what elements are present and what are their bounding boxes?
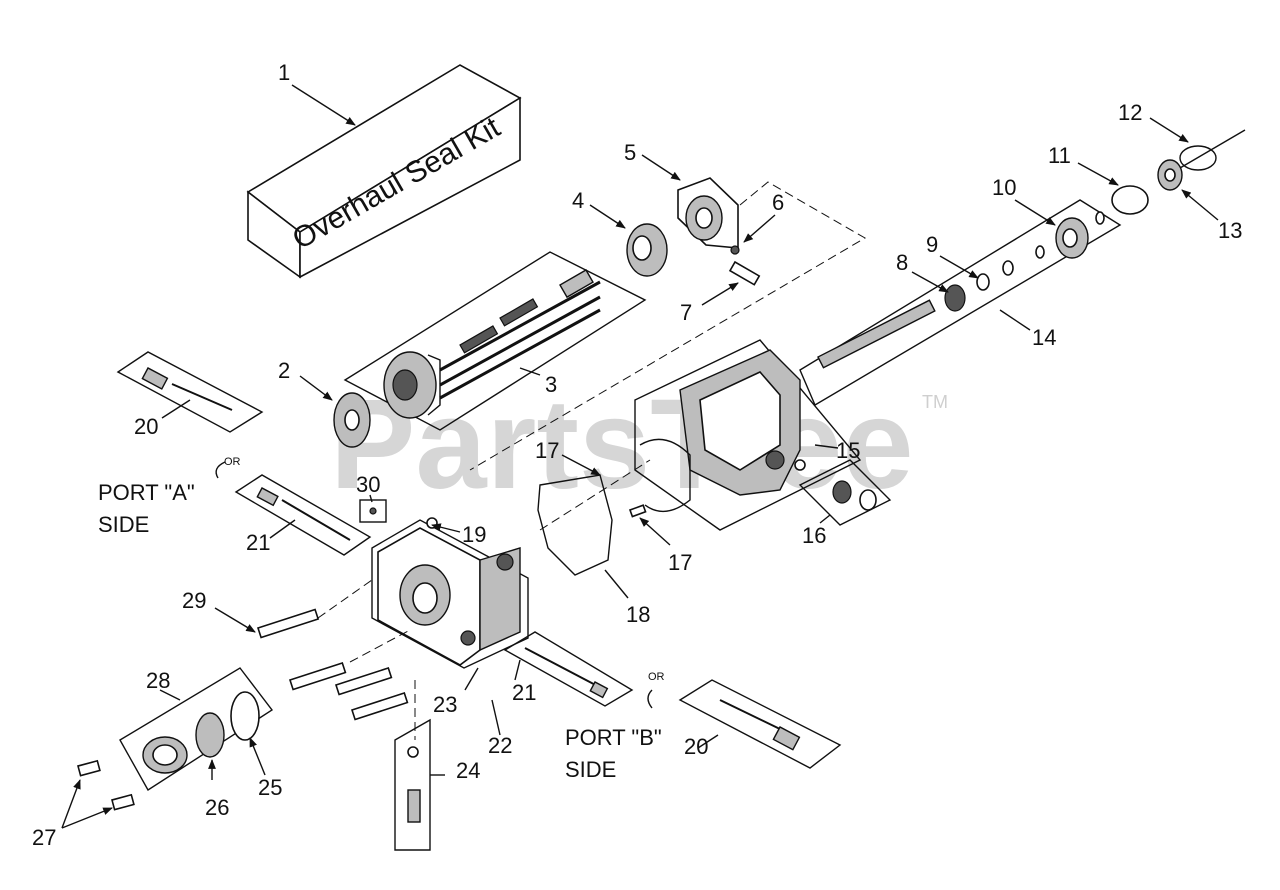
seal-kit-box: Overhaul Seal Kit bbox=[246, 64, 522, 279]
callout-21-right: 21 bbox=[512, 680, 536, 705]
callout-28: 28 bbox=[146, 668, 170, 693]
or-label-b: OR bbox=[648, 671, 665, 683]
callout-20-left: 20 bbox=[134, 414, 158, 439]
dowel-pin bbox=[628, 504, 647, 518]
callout-12: 12 bbox=[1118, 100, 1142, 125]
bypass-valve bbox=[394, 680, 431, 851]
callout-9: 9 bbox=[926, 232, 938, 257]
callout-17-top: 17 bbox=[535, 438, 559, 463]
callout-3: 3 bbox=[545, 372, 557, 397]
seal-group-16 bbox=[798, 459, 892, 526]
callout-29: 29 bbox=[182, 588, 206, 613]
callout-26: 26 bbox=[205, 795, 229, 820]
callout-2: 2 bbox=[278, 358, 290, 383]
rotating-group bbox=[343, 251, 647, 431]
filter-tag bbox=[359, 499, 387, 523]
input-shaft-assembly bbox=[799, 199, 1122, 407]
or-label-a: OR bbox=[224, 456, 241, 468]
callout-19: 19 bbox=[462, 522, 486, 547]
trademark: TM bbox=[922, 392, 948, 412]
callout-1: 1 bbox=[278, 60, 290, 85]
port-b-side-label: SIDE bbox=[565, 757, 616, 782]
bolts bbox=[256, 579, 411, 721]
callout-23: 23 bbox=[433, 692, 457, 717]
callout-25: 25 bbox=[258, 775, 282, 800]
callout-30: 30 bbox=[356, 472, 380, 497]
gasket bbox=[537, 474, 613, 576]
check-valve-b bbox=[503, 631, 634, 707]
relief-valve-a bbox=[116, 351, 264, 433]
check-valve-a bbox=[234, 474, 372, 556]
callout-5: 5 bbox=[624, 140, 636, 165]
callout-7: 7 bbox=[680, 300, 692, 325]
callout-13: 13 bbox=[1218, 218, 1242, 243]
charge-pump-cover bbox=[77, 667, 274, 811]
callout-8: 8 bbox=[896, 250, 908, 275]
callout-16: 16 bbox=[802, 523, 826, 548]
callout-4: 4 bbox=[572, 188, 584, 213]
port-b-label: PORT "B" bbox=[565, 725, 662, 750]
relief-valve-b bbox=[678, 679, 842, 769]
callout-6: 6 bbox=[772, 190, 784, 215]
leader-lines bbox=[61, 84, 1219, 829]
bearing bbox=[626, 223, 668, 277]
end-plate bbox=[333, 392, 371, 448]
callout-15: 15 bbox=[836, 438, 860, 463]
callout-21-left: 21 bbox=[246, 530, 270, 555]
callout-17-bottom: 17 bbox=[668, 550, 692, 575]
callout-20-right: 20 bbox=[684, 734, 708, 759]
port-a-side-label: SIDE bbox=[98, 512, 149, 537]
trunnion-pin bbox=[728, 245, 761, 286]
callout-14: 14 bbox=[1032, 325, 1056, 350]
main-housing bbox=[634, 339, 862, 531]
callout-24: 24 bbox=[456, 758, 480, 783]
center-section bbox=[371, 517, 529, 669]
callout-18: 18 bbox=[626, 602, 650, 627]
callout-11: 11 bbox=[1048, 143, 1071, 168]
shaft-seals bbox=[1111, 129, 1246, 215]
swashplate bbox=[677, 177, 739, 249]
callout-22: 22 bbox=[488, 733, 512, 758]
port-a-label: PORT "A" bbox=[98, 480, 195, 505]
callout-10: 10 bbox=[992, 175, 1016, 200]
callout-27: 27 bbox=[32, 825, 56, 850]
